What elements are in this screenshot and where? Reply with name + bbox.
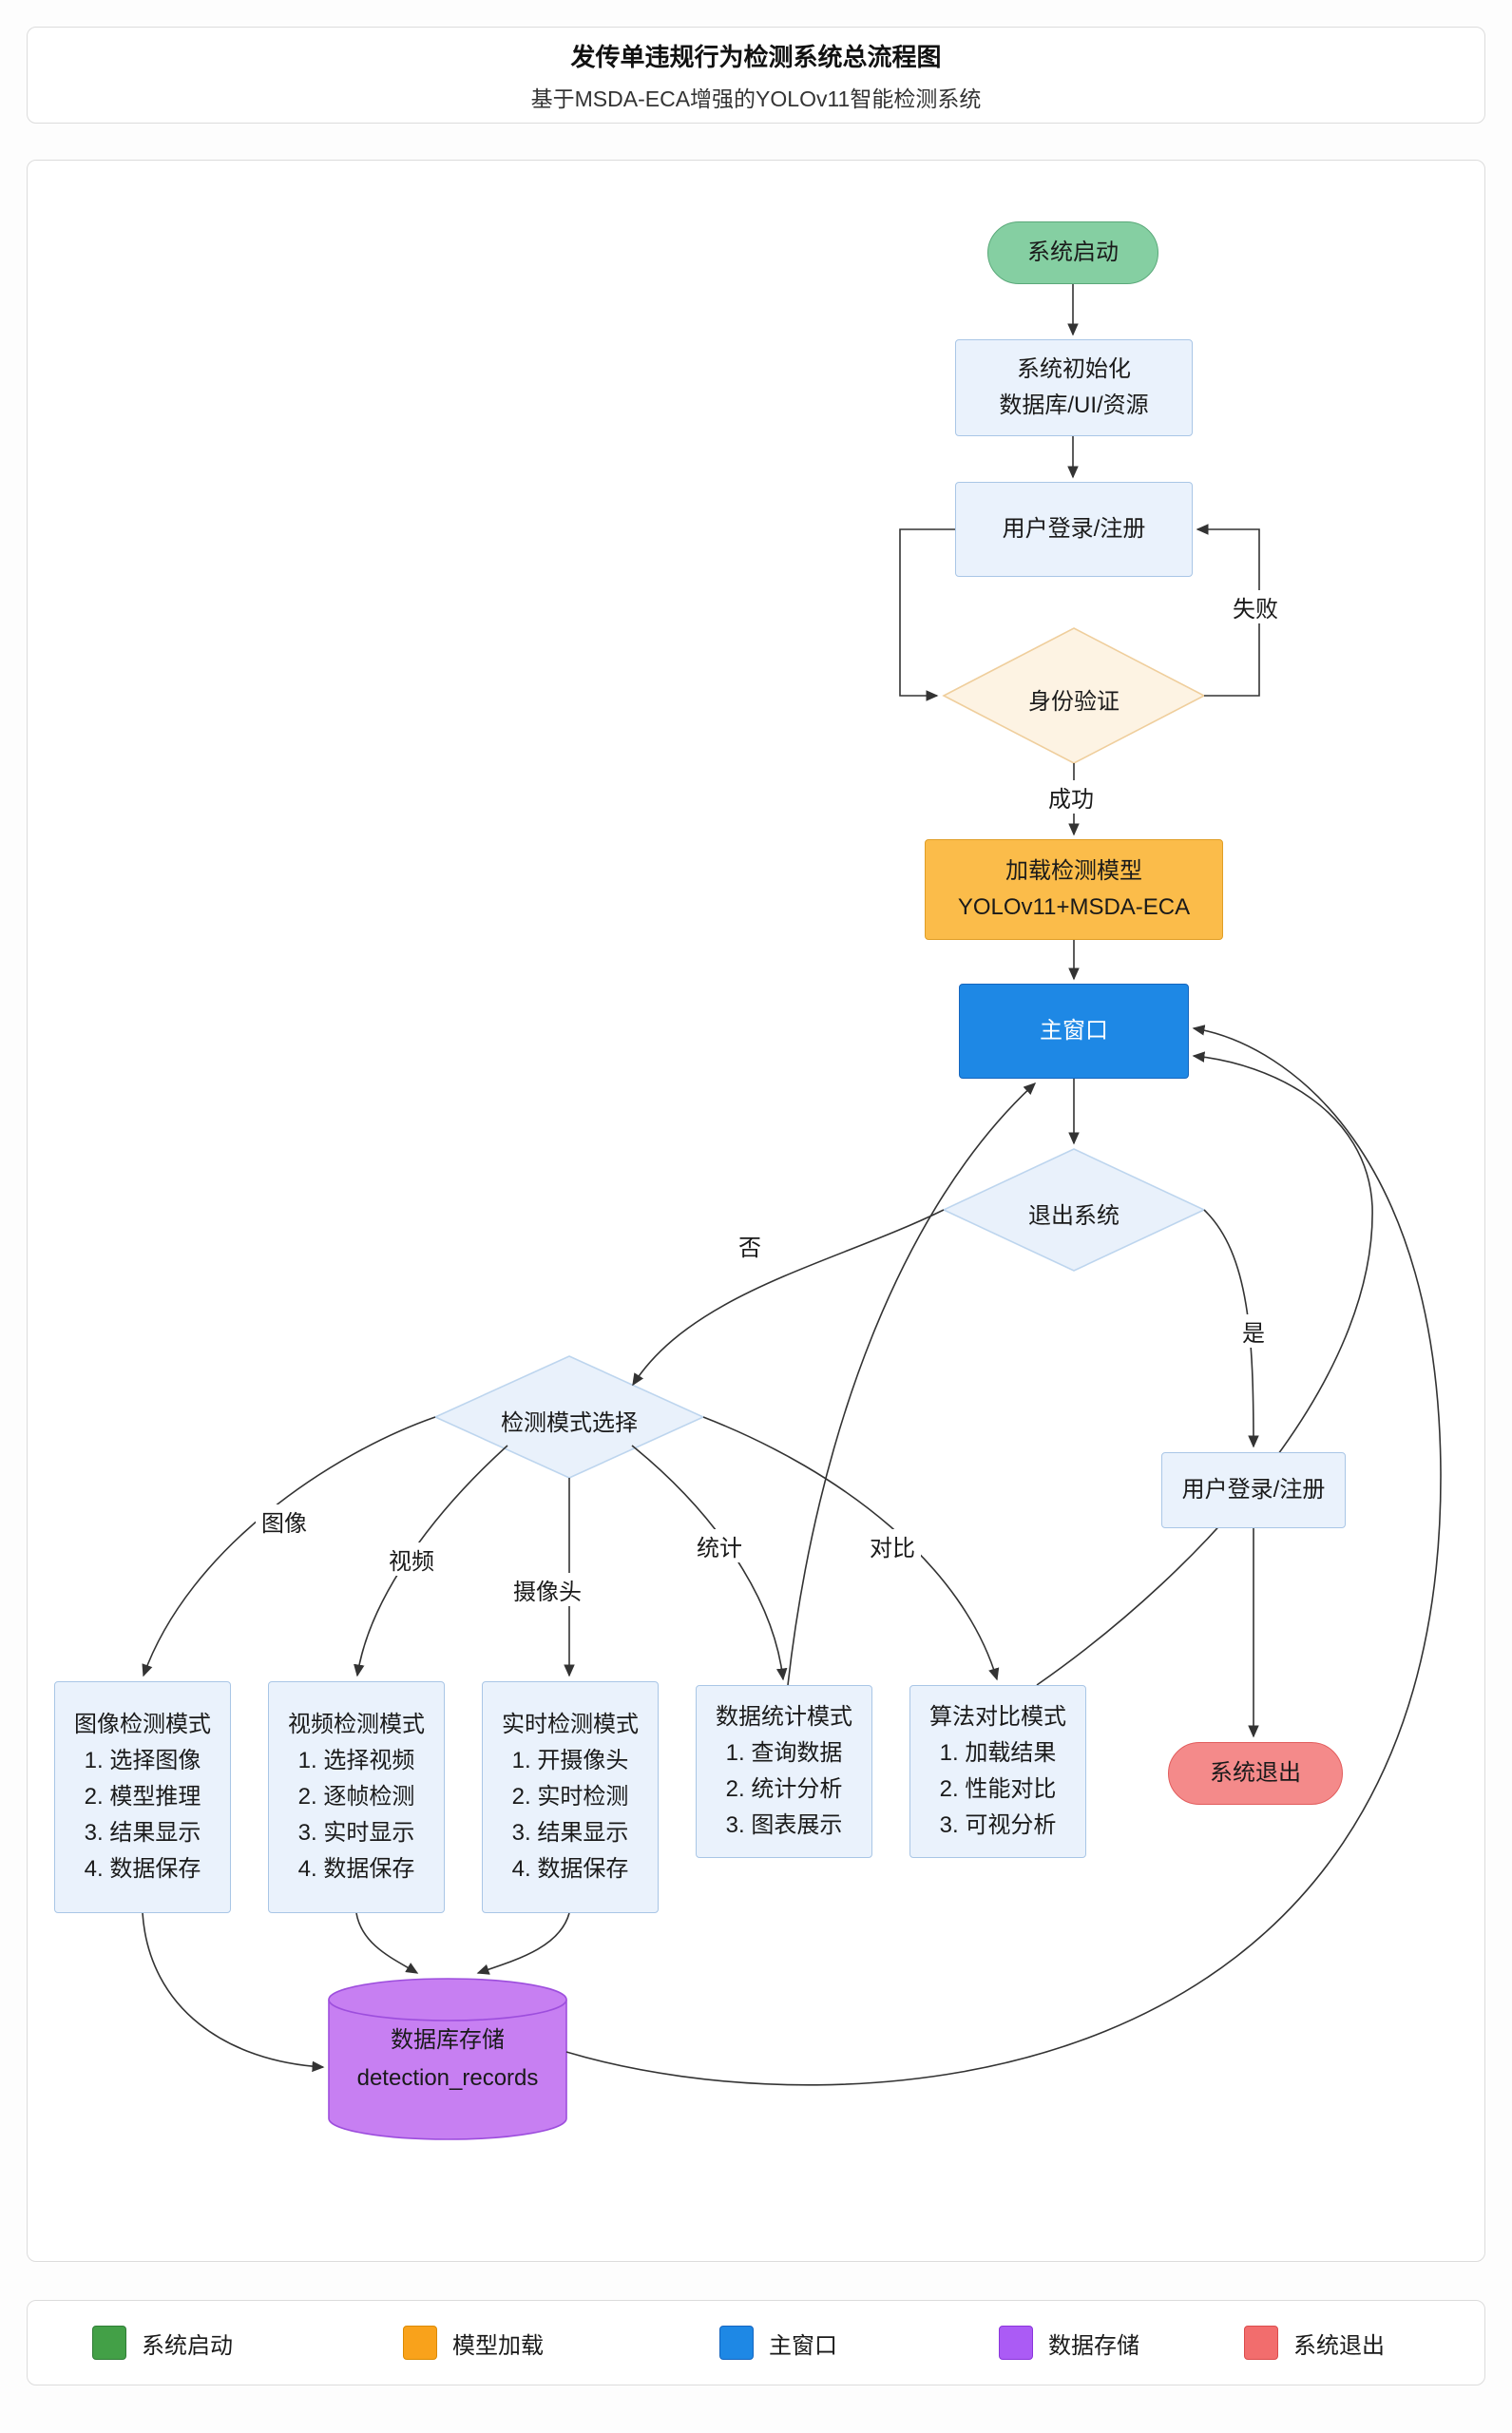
edge-label-success: 成功 <box>1043 780 1100 814</box>
image-mode-node: 图像检测模式 1. 选择图像 2. 模型推理 3. 结果显示 4. 数据保存 <box>54 1681 231 1913</box>
edge-stats-main <box>787 1082 1037 1686</box>
auth-node-label: 身份验证 <box>1028 689 1120 715</box>
legend-swatch-storage <box>999 2326 1033 2360</box>
edge-label-no: 否 <box>733 1229 767 1262</box>
system-exit-label: 系统退出 <box>1210 1760 1301 1786</box>
database-label-line1: 数据库存储 <box>391 2027 505 2053</box>
legend-item-start: 系统启动 <box>92 2301 233 2385</box>
start-node: 系统启动 <box>987 221 1158 284</box>
legend-swatch-start <box>92 2326 126 2360</box>
init-node-line2: 数据库/UI/资源 <box>999 393 1149 418</box>
stats-mode-step-3: 3. 图表展示 <box>725 1812 843 1838</box>
flowchart-edges-layer <box>142 284 1442 2140</box>
legend-item-exit: 系统退出 <box>1244 2301 1385 2385</box>
load-model-line2: YOLOv11+MSDA-ECA <box>957 894 1191 920</box>
legend-item-main-window: 主窗口 <box>719 2301 837 2385</box>
edge-video-db <box>355 1912 419 1974</box>
realtime-mode-step-4: 4. 数据保存 <box>511 1856 629 1882</box>
database-cylinder-top <box>328 1978 567 2021</box>
legend-swatch-model <box>403 2326 437 2360</box>
database-cylinder-body <box>328 2000 567 2140</box>
realtime-mode-step-2: 2. 实时检测 <box>511 1784 629 1810</box>
header-card: 发传单违规行为检测系统总流程图 基于MSDA-ECA增强的YOLOv11智能检测… <box>27 27 1485 124</box>
image-mode-step-2: 2. 模型推理 <box>84 1784 201 1810</box>
video-mode-node: 视频检测模式 1. 选择视频 2. 逐帧检测 3. 实时显示 4. 数据保存 <box>268 1681 445 1913</box>
edge-db-main <box>565 1025 1442 2086</box>
load-model-line1: 加载检测模型 <box>1005 858 1142 884</box>
edge-mode-stats <box>631 1445 788 1681</box>
realtime-mode-title: 实时检测模式 <box>502 1712 639 1737</box>
edge-label-compare: 对比 <box>864 1529 921 1562</box>
edge-exit-yes-relogin <box>1203 1209 1259 1448</box>
legend-item-storage: 数据存储 <box>999 2301 1139 2385</box>
edge-mode-compare <box>702 1416 1000 1681</box>
realtime-mode-step-1: 1. 开摄像头 <box>511 1748 629 1773</box>
edge-login-auth <box>899 528 955 701</box>
edge-label-video: 视频 <box>383 1542 440 1576</box>
legend-label-exit: 系统退出 <box>1293 2332 1385 2359</box>
main-window-label: 主窗口 <box>1040 1018 1108 1044</box>
legend-label-main-window: 主窗口 <box>769 2332 837 2359</box>
image-mode-title: 图像检测模式 <box>74 1712 211 1737</box>
video-mode-step-1: 1. 选择视频 <box>297 1748 415 1773</box>
relogin-node-label: 用户登录/注册 <box>1181 1477 1326 1503</box>
login-node: 用户登录/注册 <box>955 482 1193 577</box>
load-model-node: 加载检测模型 YOLOv11+MSDA-ECA <box>925 839 1223 940</box>
image-mode-step-3: 3. 结果显示 <box>84 1820 201 1846</box>
video-mode-step-2: 2. 逐帧检测 <box>297 1784 415 1810</box>
stats-mode-step-1: 1. 查询数据 <box>725 1740 843 1766</box>
compare-mode-step-1: 1. 加载结果 <box>939 1740 1057 1766</box>
exit-decision-diamond-shape <box>942 1148 1206 1272</box>
edge-compare-main <box>1036 1051 1373 1686</box>
legend-card: 系统启动 模型加载 主窗口 数据存储 系统退出 <box>27 2300 1485 2385</box>
realtime-mode-node: 实时检测模式 1. 开摄像头 2. 实时检测 3. 结果显示 4. 数据保存 <box>482 1681 659 1913</box>
relogin-node: 用户登录/注册 <box>1161 1452 1346 1528</box>
video-mode-step-4: 4. 数据保存 <box>297 1856 415 1882</box>
edge-label-stats: 统计 <box>691 1529 748 1562</box>
database-label-line2: detection_records <box>356 2065 539 2091</box>
exit-decision-label: 退出系统 <box>1028 1203 1120 1229</box>
legend-item-model: 模型加载 <box>403 2301 544 2385</box>
flowchart-canvas: 系统启动 系统初始化 数据库/UI/资源 用户登录/注册 身份验证 加载检测模型… <box>27 160 1485 2262</box>
database-node-label: 数据库存储 detection_records <box>329 2021 566 2098</box>
stats-mode-step-2: 2. 统计分析 <box>725 1776 843 1802</box>
legend-label-model: 模型加载 <box>452 2332 544 2359</box>
compare-mode-step-2: 2. 性能对比 <box>939 1776 1057 1802</box>
page-title: 发传单违规行为检测系统总流程图 <box>570 42 942 71</box>
legend-swatch-exit <box>1244 2326 1278 2360</box>
image-mode-step-1: 1. 选择图像 <box>84 1748 201 1773</box>
legend-swatch-main-window <box>719 2326 754 2360</box>
stats-mode-node: 数据统计模式 1. 查询数据 2. 统计分析 3. 图表展示 <box>696 1685 872 1858</box>
edge-label-camera: 摄像头 <box>507 1573 587 1606</box>
compare-mode-node: 算法对比模式 1. 加载结果 2. 性能对比 3. 可视分析 <box>909 1685 1086 1858</box>
init-node-line1: 系统初始化 <box>1017 356 1131 382</box>
main-window-node: 主窗口 <box>959 984 1189 1079</box>
stats-mode-title: 数据统计模式 <box>716 1704 852 1730</box>
edge-label-yes: 是 <box>1236 1314 1271 1348</box>
image-mode-step-4: 4. 数据保存 <box>84 1856 201 1882</box>
edge-label-fail: 失败 <box>1227 590 1284 623</box>
realtime-mode-step-3: 3. 结果显示 <box>511 1820 629 1846</box>
page-subtitle: 基于MSDA-ECA增强的YOLOv11智能检测系统 <box>530 86 982 111</box>
legend-label-start: 系统启动 <box>142 2332 233 2359</box>
video-mode-step-3: 3. 实时显示 <box>297 1820 415 1846</box>
start-node-label: 系统启动 <box>1027 239 1119 265</box>
login-node-label: 用户登录/注册 <box>1002 516 1146 542</box>
compare-mode-step-3: 3. 可视分析 <box>939 1812 1057 1838</box>
init-node: 系统初始化 数据库/UI/资源 <box>955 339 1193 436</box>
video-mode-title: 视频检测模式 <box>288 1712 425 1737</box>
edge-realtime-db <box>476 1912 570 1975</box>
edge-label-image: 图像 <box>256 1504 313 1538</box>
mode-select-label: 检测模式选择 <box>501 1410 638 1436</box>
legend-label-storage: 数据存储 <box>1048 2332 1139 2359</box>
edge-exit-no-modeselect <box>632 1209 945 1387</box>
edge-image-db <box>142 1912 325 2073</box>
compare-mode-title: 算法对比模式 <box>929 1704 1066 1730</box>
system-exit-node: 系统退出 <box>1168 1742 1343 1805</box>
